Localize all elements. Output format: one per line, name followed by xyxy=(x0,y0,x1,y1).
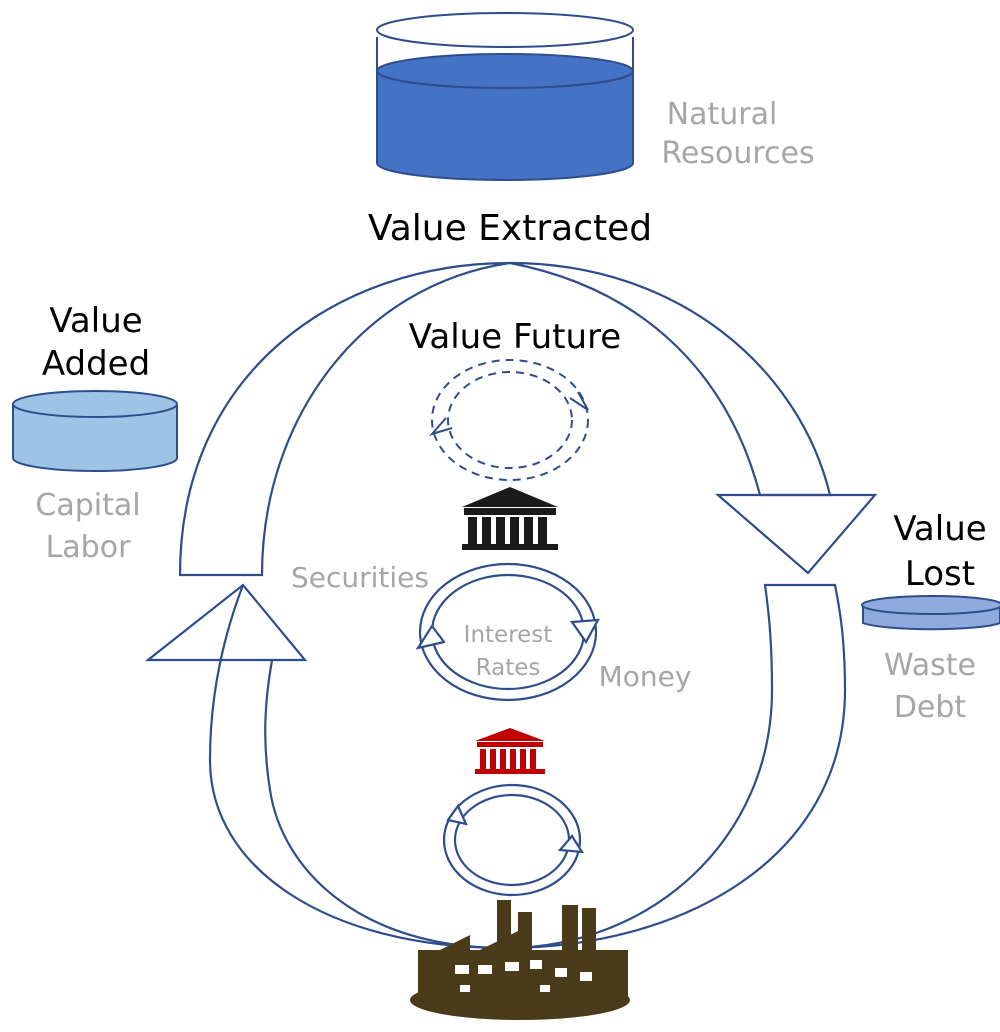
left-lower-band xyxy=(208,584,506,950)
value-added-label-line1: Value xyxy=(49,301,142,341)
money-label: Money xyxy=(599,660,692,693)
waste-debt-label-line2: Debt xyxy=(894,690,967,725)
capital-labor-label-line1: Capital xyxy=(35,488,140,523)
central-bank-building-icon xyxy=(475,728,545,774)
right-upper-band xyxy=(509,261,832,497)
value-lost-label-line1: Value xyxy=(893,509,986,549)
value-future-label: Value Future xyxy=(409,317,621,357)
securities-label: Securities xyxy=(291,561,429,594)
waste-debt-label-line1: Waste xyxy=(884,648,976,683)
natural-resources-reservoir-icon xyxy=(376,12,634,181)
value-extracted-label: Value Extracted xyxy=(368,208,652,249)
securities-money-cycle xyxy=(415,562,600,702)
right-lower-band xyxy=(504,583,847,950)
natural-resources-label-line2: Resources xyxy=(661,136,814,171)
value-added-label-line2: Added xyxy=(42,344,150,384)
down-arrow-head xyxy=(715,493,878,575)
interest-rates-label-line1: Interest xyxy=(464,622,553,648)
value-lost-label-line2: Lost xyxy=(905,554,975,594)
bank-building-icon xyxy=(462,487,558,550)
capital-labor-label-line2: Labor xyxy=(46,530,131,565)
outer-cycle-arrows xyxy=(144,261,878,950)
natural-resources-label-line1: Natural xyxy=(667,97,778,132)
interest-rates-label-line2: Rates xyxy=(476,655,541,681)
factory-icon xyxy=(410,900,630,1020)
bottom-small-cycle xyxy=(442,783,585,897)
capital-labor-reservoir-icon xyxy=(12,390,178,472)
factory-windows xyxy=(455,960,592,992)
left-outer-arrow xyxy=(178,261,511,577)
dashed-future-cycle xyxy=(428,359,589,481)
waste-debt-reservoir-icon xyxy=(861,595,1000,631)
up-arrow-head xyxy=(144,583,308,662)
